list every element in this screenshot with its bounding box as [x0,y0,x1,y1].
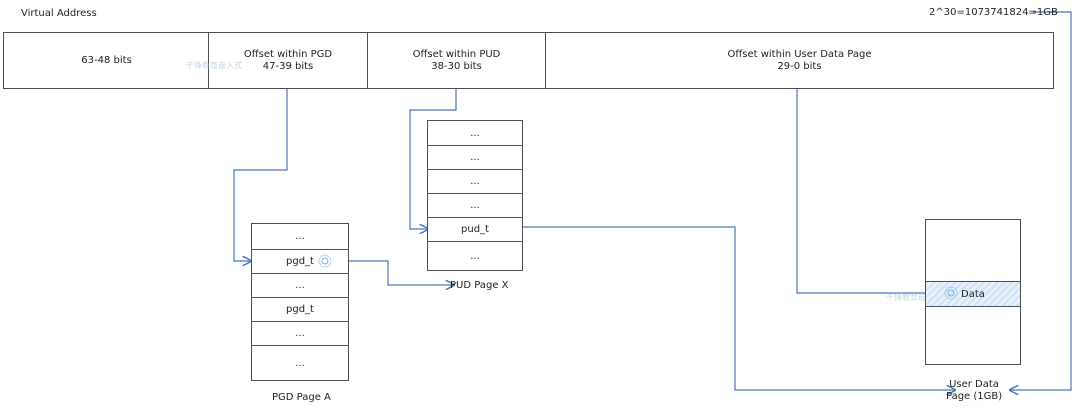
pud-table-caption: PUD Page X [450,280,509,291]
data-offset-arrow [796,89,955,293]
field-pgd-offset: Offset within PGD 47-39 bits [208,32,368,89]
pgd-table-caption: PGD Page A [272,392,331,403]
pgd-entry-pgd-t: pgd_t [252,249,348,274]
highlight-marker-icon [318,254,332,268]
field-data-offset: Offset within User Data Page 29-0 bits [545,32,1054,89]
field-pud-offset: Offset within PUD 38-30 bits [367,32,546,89]
pgd-entry: ... [252,224,348,250]
field-pgd-label: Offset within PGD [243,48,333,60]
pud-entry: ... [428,121,522,146]
pgd-entry-pgd-t: pgd_t [252,297,348,322]
user-data-caption-line2: Page (1GB) [946,391,1003,402]
size-note-arrow [1010,11,1072,390]
user-data-page: Data [925,219,1021,365]
pud-entry: ... [428,193,522,218]
pgd-entry: ... [295,357,305,369]
pud-entry: ... [470,250,480,262]
pgd-entry-arrow [348,260,454,285]
pgd-entry: ... [252,321,348,346]
diagram-title: Virtual Address [21,8,97,19]
pud-index-arrow [409,89,457,229]
field-reserved-bits: 63-48 bits [3,32,210,89]
watermark: 千锋教育嵌入式 [886,293,942,302]
pud-entry: ... [428,169,522,194]
pud-entry: ... [428,145,522,170]
user-data-caption-line1: User Data [949,379,999,390]
pgd-table: ... pgd_t ... pgd_t ... ... [251,223,349,381]
field-reserved-label: 63-48 bits [81,54,132,66]
field-data-bits: 29-0 bits [777,60,822,72]
watermark: 千锋教育嵌入式 [186,61,242,70]
pud-entry-pud-t: pud_t [428,217,522,242]
size-note: 2^30=1073741824=1GB [929,7,1058,18]
pud-table: ... ... ... ... pud_t ... [427,120,523,271]
data-entry: Data [926,281,1020,307]
field-data-label: Offset within User Data Page [727,48,872,60]
field-pud-label: Offset within PUD [412,48,501,60]
field-pgd-bits: 47-39 bits [262,60,314,72]
field-pud-bits: 38-30 bits [431,60,482,72]
pgd-entry: ... [252,273,348,298]
pgd-index-arrow [233,89,288,261]
pud-entry-arrow [522,226,955,390]
highlight-marker-icon [944,286,958,300]
